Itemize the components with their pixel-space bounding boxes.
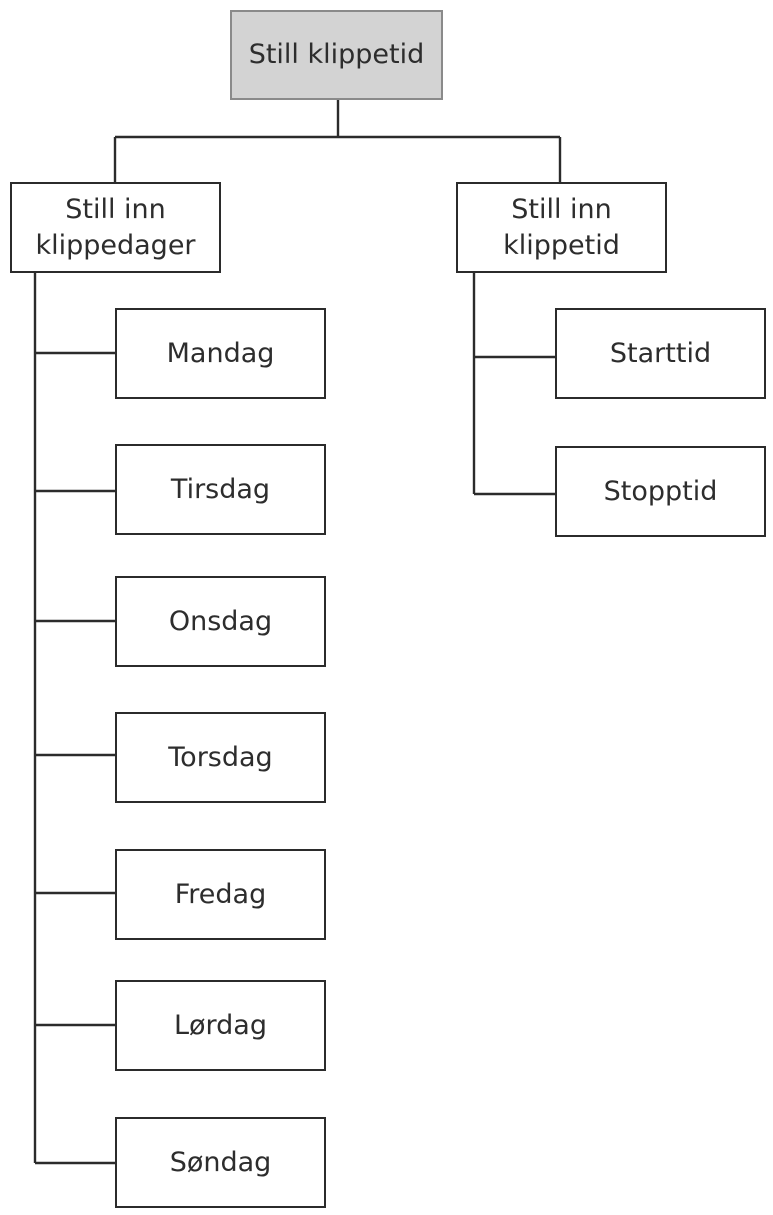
left-branch-node: Still inn klippedager <box>10 182 221 273</box>
day-node-lordag: Lørdag <box>115 980 326 1071</box>
day-node-sondag: Søndag <box>115 1117 326 1208</box>
day-label: Lørdag <box>173 1009 267 1041</box>
day-label: Søndag <box>169 1146 272 1178</box>
day-label: Mandag <box>166 337 275 369</box>
root-node: Still klippetid <box>230 10 443 100</box>
right-branch-label: Still inn klippetid <box>503 193 620 261</box>
right-branch-node: Still inn klippetid <box>456 182 667 273</box>
day-node-onsdag: Onsdag <box>115 576 326 667</box>
day-label: Tirsdag <box>170 473 271 505</box>
time-node-stopptid: Stopptid <box>555 446 766 537</box>
day-label: Onsdag <box>168 605 273 637</box>
day-node-fredag: Fredag <box>115 849 326 940</box>
left-branch-label: Still inn klippedager <box>35 193 196 261</box>
day-node-tirsdag: Tirsdag <box>115 444 326 535</box>
time-label: Stopptid <box>603 475 718 507</box>
time-node-starttid: Starttid <box>555 308 766 399</box>
time-label: Starttid <box>609 337 712 369</box>
day-node-mandag: Mandag <box>115 308 326 399</box>
root-node-label: Still klippetid <box>248 39 425 70</box>
day-label: Fredag <box>174 878 267 910</box>
day-label: Torsdag <box>168 741 273 773</box>
day-node-torsdag: Torsdag <box>115 712 326 803</box>
